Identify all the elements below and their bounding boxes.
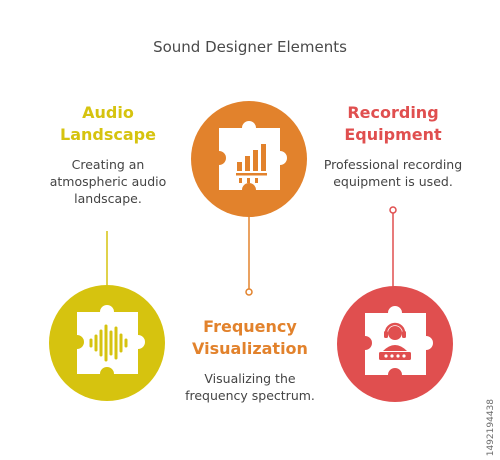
sound-wave-icon: [89, 324, 128, 362]
heading-recording-equipment: Recording Equipment: [344, 103, 442, 144]
description-frequency-visualization: Visualizing the frequency spectrum.: [185, 371, 315, 403]
stock-id-watermark: 1492194438: [486, 398, 496, 456]
connector-center: [245, 212, 253, 296]
heading-audio-landscape: Audio Landscape: [60, 103, 156, 144]
element-circle-center: [191, 101, 307, 217]
heading-frequency-visualization: Frequency Visualization: [192, 317, 308, 358]
element-audio-landscape: Audio Landscape Creating an atmospheric …: [30, 102, 186, 207]
description-audio-landscape: Creating an atmospheric audio landscape.: [49, 157, 167, 206]
connector-recording-equipment: [389, 206, 397, 290]
puzzle-piece-icon: [365, 306, 433, 375]
bar-chart-icon: [236, 144, 267, 183]
element-circle-recording-equipment: [337, 286, 453, 402]
description-recording-equipment: Professional recording equipment is used…: [323, 157, 463, 189]
diagram-title: Sound Designer Elements: [153, 38, 347, 56]
recording-engineer-icon: [379, 322, 411, 360]
element-circle-audio-landscape: [49, 285, 165, 401]
element-frequency-visualization: Frequency Visualization Visualizing the …: [180, 316, 320, 404]
element-recording-equipment: Recording Equipment Professional recordi…: [318, 102, 468, 190]
